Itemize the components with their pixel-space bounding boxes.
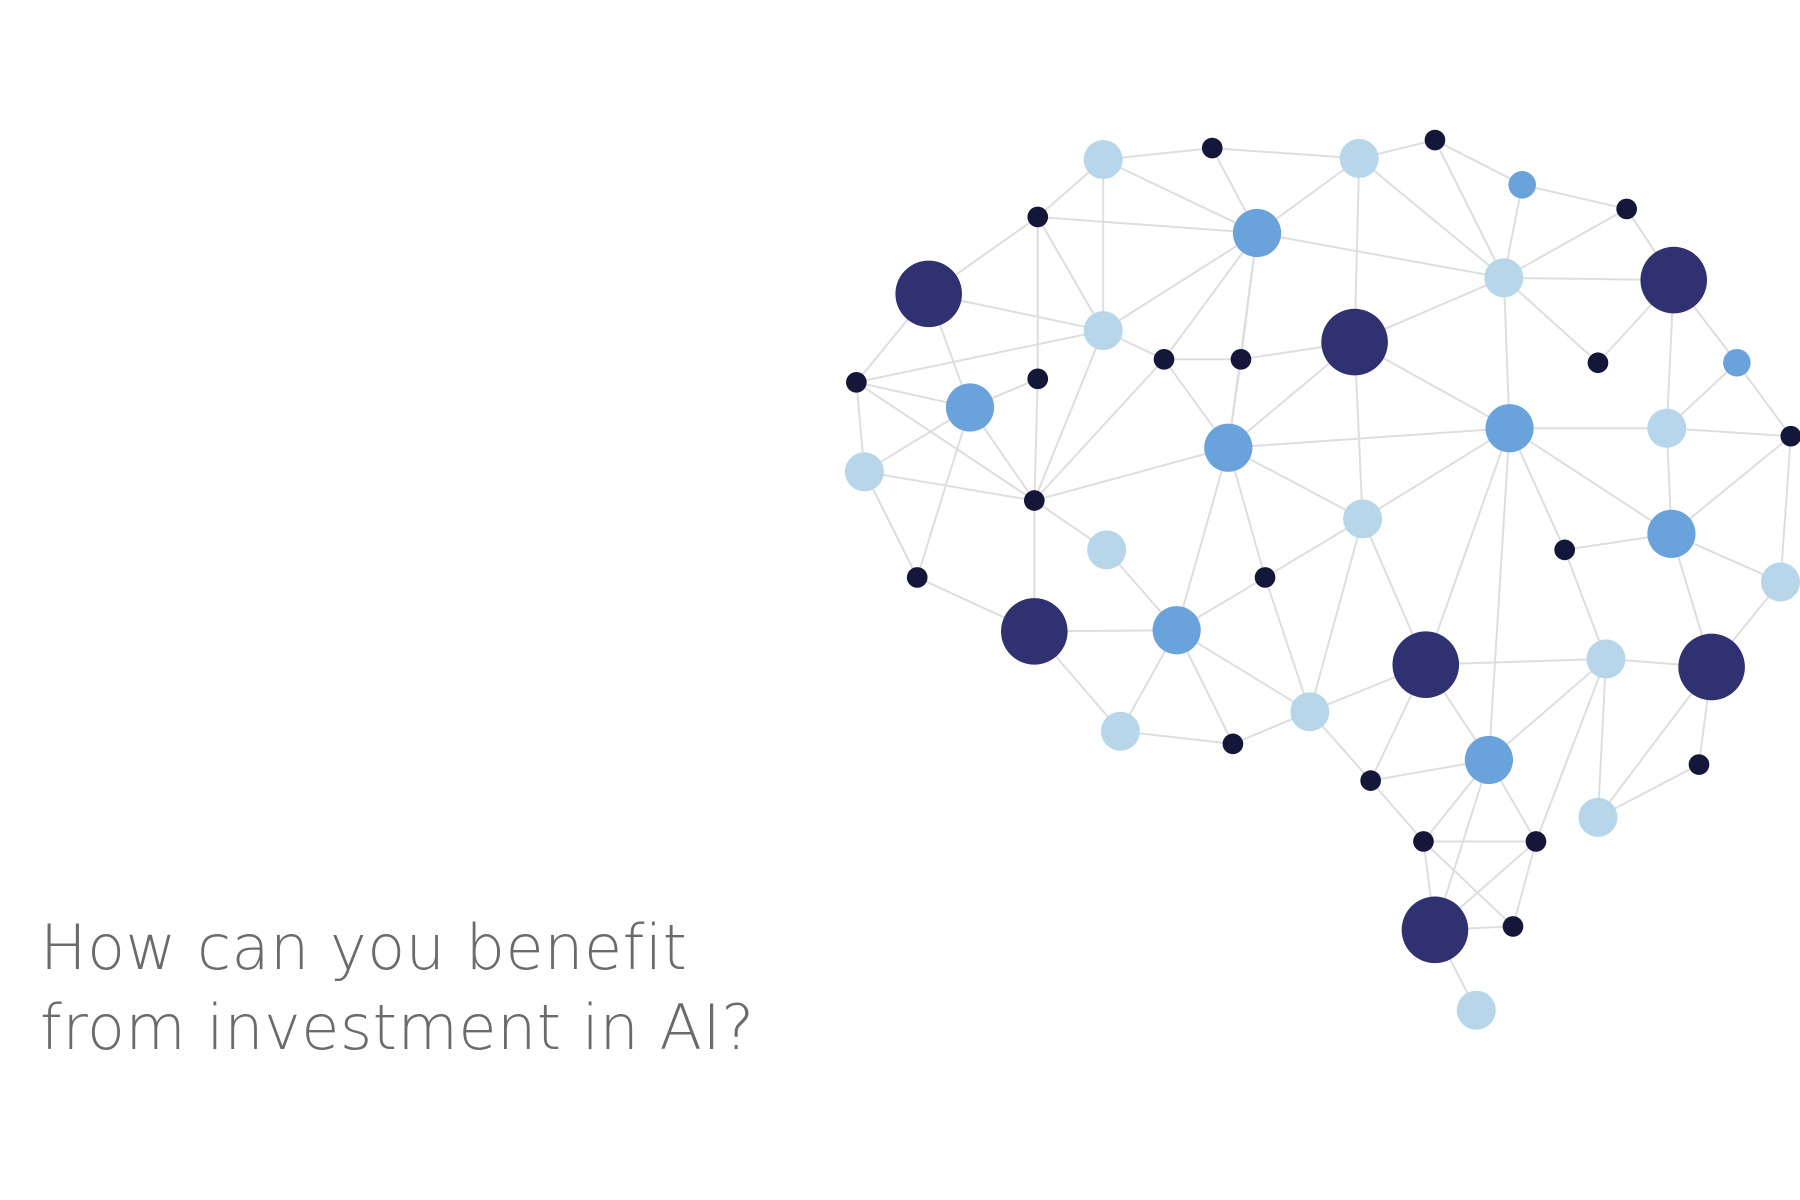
network-link xyxy=(1358,157,1505,279)
network-link xyxy=(1227,446,1364,520)
network-node xyxy=(844,452,884,492)
headline: How can you benefit from investment in A… xyxy=(40,908,755,1068)
network-node xyxy=(1254,567,1276,588)
network-link xyxy=(1779,436,1792,583)
network-node xyxy=(1640,246,1708,314)
network-link xyxy=(1535,658,1607,842)
network-node xyxy=(1464,735,1514,785)
network-node xyxy=(1780,425,1800,447)
network-link xyxy=(863,471,919,578)
network-node xyxy=(1027,368,1049,390)
network-node xyxy=(1230,348,1252,370)
network-link xyxy=(1308,518,1364,712)
network-node xyxy=(1204,423,1253,472)
network-node xyxy=(1456,990,1496,1030)
headline-line-2: from investment in AI? xyxy=(40,991,755,1064)
network-node xyxy=(1153,348,1175,370)
network-link xyxy=(1176,629,1311,713)
network-node xyxy=(1525,831,1547,852)
network-link xyxy=(1102,232,1258,332)
network-link xyxy=(1521,183,1627,210)
network-node xyxy=(1723,348,1751,377)
headline-line-1: How can you benefit xyxy=(40,911,688,984)
network-link xyxy=(1037,215,1258,235)
network-node xyxy=(1508,171,1536,199)
network-link xyxy=(1212,147,1360,160)
network-link xyxy=(1033,358,1165,502)
network-node xyxy=(1290,692,1330,732)
network-link xyxy=(1228,427,1510,449)
network-node xyxy=(1083,140,1123,180)
network-link xyxy=(1256,232,1505,279)
network-node xyxy=(1343,499,1383,539)
network-link xyxy=(1434,139,1505,279)
network-link xyxy=(1424,427,1511,666)
network-node xyxy=(1688,754,1710,775)
network-node xyxy=(1678,633,1745,701)
network-node xyxy=(1339,138,1379,178)
network-node xyxy=(1360,770,1381,791)
network-node xyxy=(1401,896,1469,964)
network-link xyxy=(1509,427,1672,535)
network-node xyxy=(1760,562,1800,602)
network-link xyxy=(855,381,1035,502)
network-node xyxy=(1413,831,1434,852)
network-node xyxy=(1616,198,1637,220)
network-node xyxy=(1586,639,1626,679)
network-link xyxy=(1369,779,1425,843)
network-node xyxy=(1027,206,1049,228)
network-link xyxy=(1036,216,1105,332)
network-nodes xyxy=(844,129,1800,1030)
network-node xyxy=(906,567,928,588)
network-link xyxy=(1034,446,1229,502)
network-node xyxy=(1424,129,1446,151)
network-node xyxy=(1647,509,1696,558)
network-node xyxy=(1222,733,1244,755)
network-link xyxy=(1102,158,1258,234)
network-link xyxy=(1033,378,1039,501)
network-link xyxy=(864,470,1035,502)
network-link xyxy=(1362,427,1511,520)
network-link xyxy=(1503,277,1599,364)
network-node xyxy=(1484,258,1524,298)
network-link xyxy=(1264,577,1311,713)
network-link xyxy=(1670,435,1792,535)
network-link xyxy=(856,329,1104,384)
network-link xyxy=(1033,330,1105,501)
network-node xyxy=(846,371,867,393)
network-node xyxy=(1578,797,1618,837)
network-node xyxy=(1502,916,1524,937)
network-node xyxy=(1485,404,1534,453)
network-link xyxy=(1487,428,1511,761)
network-links xyxy=(855,139,1792,1011)
network-link xyxy=(1596,658,1607,818)
network-node xyxy=(1647,408,1687,448)
network-link xyxy=(1666,427,1791,438)
network-node xyxy=(1587,352,1609,374)
network-link xyxy=(1502,277,1511,429)
network-link xyxy=(1503,208,1628,279)
network-node xyxy=(1023,490,1045,511)
network-link xyxy=(1422,840,1514,928)
network-node xyxy=(1321,308,1388,376)
network-link xyxy=(1736,362,1792,437)
network-link xyxy=(916,407,971,578)
network-node xyxy=(945,383,995,432)
network-node xyxy=(1554,539,1575,561)
network-link xyxy=(1163,232,1258,360)
network-node xyxy=(1001,598,1068,665)
network-link xyxy=(1488,658,1607,761)
network-node xyxy=(1087,530,1127,570)
network-node xyxy=(1152,606,1201,655)
network-node xyxy=(895,260,962,328)
network-node xyxy=(1100,711,1140,751)
network-node xyxy=(1083,311,1123,351)
network-node xyxy=(1201,137,1223,159)
network-node xyxy=(1392,631,1460,698)
network-link xyxy=(1434,139,1523,186)
network-link xyxy=(1175,447,1230,631)
network-node xyxy=(1232,208,1282,258)
network-link xyxy=(1512,841,1537,927)
